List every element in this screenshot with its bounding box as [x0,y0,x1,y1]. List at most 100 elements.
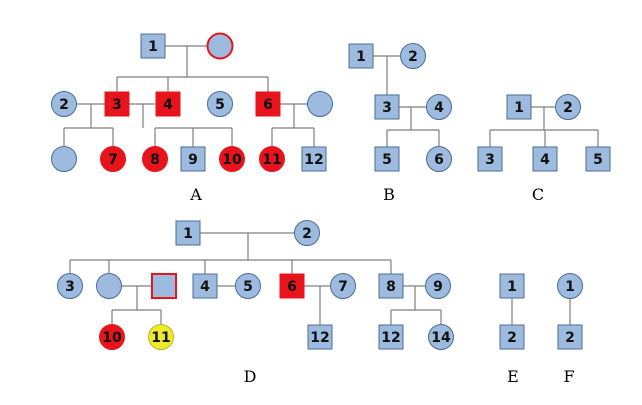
individual-number: 6 [263,97,273,113]
individual-number: 10 [222,152,242,168]
male-square [499,324,525,350]
female-circle [259,146,285,172]
male-square-a1: 1 [140,33,166,59]
female-circle-a2 [206,32,234,60]
individual-number: 14 [431,330,451,346]
female-circle [235,273,261,299]
male-square [155,91,181,117]
female-circle [207,91,233,117]
pedigree-label-d: D [244,367,257,386]
individual-number: 4 [163,97,173,113]
female-circle [148,324,174,350]
male-square [307,324,333,350]
individual-number: 2 [59,97,69,113]
male-square [175,220,201,246]
male-square-d5 [151,273,177,299]
individual-number: 7 [108,152,118,168]
male-square-d10: 8 [378,273,404,299]
male-square-a4: 3 [104,91,130,117]
female-circle [557,273,583,299]
pedigree-label-c: C [532,185,544,204]
female-circle-b4: 4 [426,94,452,120]
individual-number: 4 [200,279,210,295]
female-circle-a10: 7 [100,146,126,172]
female-circle-d7: 5 [235,273,261,299]
individual-number: 4 [434,100,444,116]
female-circle [99,324,125,350]
female-circle-a13: 10 [219,146,245,172]
male-square-c1: 1 [506,94,532,120]
male-square [532,146,558,172]
male-square [378,273,404,299]
individual-number: 1 [514,100,524,116]
individual-number: 2 [302,226,312,242]
male-square-c3: 3 [477,146,503,172]
female-circle [51,91,77,117]
individual-number: 3 [65,279,75,295]
female-circle [425,273,451,299]
male-square [374,146,400,172]
male-square-d15: 12 [378,324,404,350]
individual-number: 1 [565,279,575,295]
pedigree-label-f: F [563,367,574,386]
female-circle-b6: 6 [426,146,452,172]
female-circle [400,43,426,69]
male-square [506,94,532,120]
individual-number: 3 [112,97,122,113]
male-square [301,146,327,172]
female-circle-a8 [307,91,333,117]
individual-number: 11 [262,152,281,168]
individual-number: 12 [381,330,400,346]
female-circle-d2: 2 [294,220,320,246]
male-square-c4: 4 [532,146,558,172]
female-circle-d4 [96,273,122,299]
male-square-b1: 1 [348,43,374,69]
male-square-d14: 12 [307,324,333,350]
male-square [192,273,218,299]
female-circle-a9 [51,146,77,172]
male-square [180,146,206,172]
female-circle-a6: 5 [207,91,233,117]
male-square [477,146,503,172]
individual-number: 9 [188,152,198,168]
female-circle [330,273,356,299]
pedigree-label-b: B [383,185,395,204]
female-circle [426,94,452,120]
female-circle [51,146,77,172]
female-circle-d12: 10 [99,324,125,350]
female-circle [219,146,245,172]
individual-number: 5 [243,279,253,295]
individual-number: 2 [408,49,418,65]
female-circle [307,91,333,117]
individual-number: 1 [356,49,366,65]
individual-number: 5 [382,152,392,168]
individual-number: 12 [304,152,323,168]
female-circle-d13: 11 [148,324,174,350]
male-square [378,324,404,350]
individual-number: 3 [485,152,495,168]
male-square [557,324,583,350]
male-square [374,94,400,120]
female-circle [142,146,168,172]
female-circle-d11: 9 [425,273,451,299]
female-circle [428,324,454,350]
male-square [499,273,525,299]
individual-number: 10 [102,330,122,346]
female-circle [57,273,83,299]
male-square-a15: 12 [301,146,327,172]
male-square-a7: 6 [255,91,281,117]
female-circle-d3: 3 [57,273,83,299]
male-square-d8: 6 [279,273,305,299]
male-square [585,146,611,172]
individual-number: 6 [434,152,444,168]
male-square-c5: 5 [585,146,611,172]
male-square [140,33,166,59]
individual-number: 3 [382,100,392,116]
male-square [348,43,374,69]
female-circle-c2: 2 [555,94,581,120]
individual-number: 4 [540,152,550,168]
male-square-b5: 5 [374,146,400,172]
